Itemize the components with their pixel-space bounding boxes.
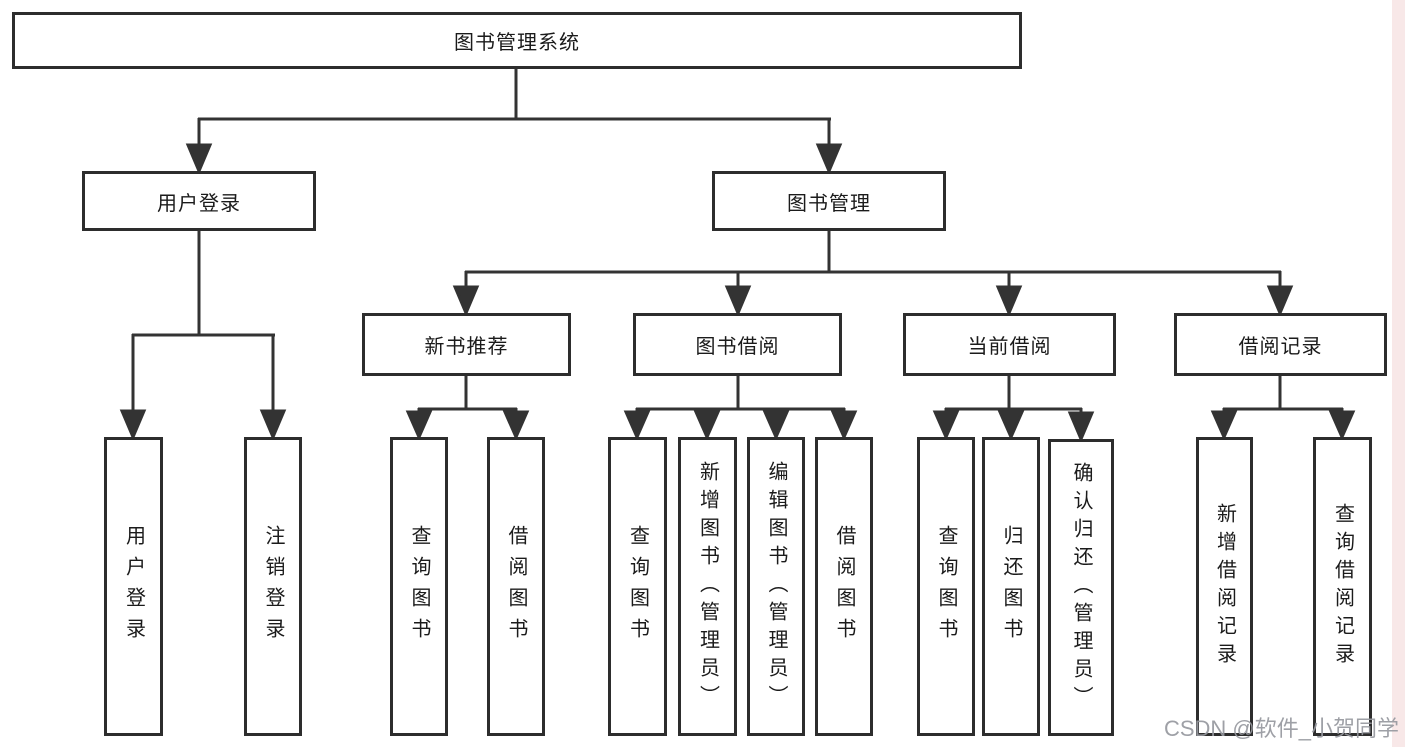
leaf-logout: 注销登录 [244,437,302,736]
leaf-borrow-books-1-label: 借阅图书 [505,524,527,649]
node-user-login: 用户登录 [82,171,316,231]
node-borrow-records-label: 借阅记录 [1238,336,1323,358]
node-borrow-records: 借阅记录 [1174,313,1387,376]
csdn-watermark: CSDN @软件_小贺同学 [1163,716,1399,741]
leaf-borrow-books-2: 借阅图书 [815,437,873,736]
leaf-borrow-books-1: 借阅图书 [487,437,545,736]
leaf-add-book-admin: 新增图书（管理员） [678,437,737,736]
leaf-confirm-return-admin: 确认归还（管理员） [1048,439,1114,736]
leaf-query-books-1: 查询图书 [390,437,448,736]
leaf-return-books: 归还图书 [982,437,1040,736]
node-new-book-recommend: 新书推荐 [362,313,571,376]
node-book-management-label: 图书管理 [787,192,871,215]
leaf-query-books-2-label: 查询图书 [626,524,649,649]
leaf-logout-label: 注销登录 [262,524,284,649]
leaf-user-login: 用户登录 [104,437,163,736]
node-current-borrow: 当前借阅 [903,313,1116,376]
leaf-borrow-books-2-label: 借阅图书 [833,524,855,649]
leaf-confirm-return-admin-label: 确认归还（管理员） [1070,461,1092,714]
node-book-management: 图书管理 [712,171,946,231]
leaf-edit-book-admin-label: 编辑图书（管理员） [765,460,787,713]
leaf-query-books-1-label: 查询图书 [408,524,430,649]
leaf-query-books-2: 查询图书 [608,437,667,736]
leaf-query-books-3-label: 查询图书 [935,524,957,649]
leaf-query-borrow-record: 查询借阅记录 [1313,437,1372,736]
leaf-return-books-label: 归还图书 [1000,524,1022,649]
node-user-login-label: 用户登录 [157,192,241,215]
node-new-book-recommend-label: 新书推荐 [424,336,509,358]
leaf-user-login-label: 用户登录 [122,524,145,649]
node-book-borrow: 图书借阅 [633,313,842,376]
right-edge-tint [1392,0,1405,747]
leaf-edit-book-admin: 编辑图书（管理员） [747,437,805,736]
node-root: 图书管理系统 [12,12,1022,69]
leaf-query-borrow-record-label: 查询借阅记录 [1331,502,1354,671]
leaf-query-books-3: 查询图书 [917,437,975,736]
leaf-add-book-admin-label: 新增图书（管理员） [696,460,719,713]
node-current-borrow-label: 当前借阅 [967,336,1052,358]
leaf-add-borrow-record-label: 新增借阅记录 [1213,502,1236,671]
node-book-borrow-label: 图书借阅 [695,336,780,358]
node-root-label: 图书管理系统 [454,32,580,54]
leaf-add-borrow-record: 新增借阅记录 [1196,437,1253,736]
